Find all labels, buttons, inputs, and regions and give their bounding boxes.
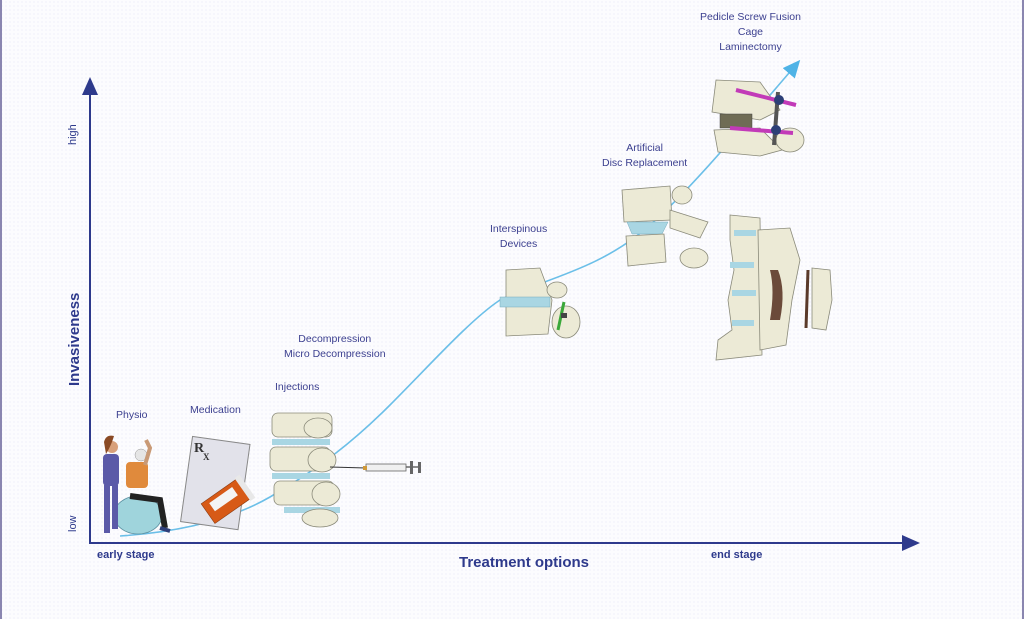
physio-illustration [103,435,171,535]
decompression-illustration [715,214,833,361]
stage-label-artificial-disc: Artificial Disc Replacement [602,142,688,169]
artificial-disc-illustration [621,185,709,269]
pedicle-screw-fusion-illustration [711,79,805,157]
frame-border-left [0,0,2,619]
rx-icon: R [194,441,205,456]
y-axis-title: Invasiveness [66,292,83,386]
interspinous-illustration [499,267,581,339]
x-axis-end-label: end stage [711,549,763,561]
svg-text:X: X [203,452,210,462]
frame-border-right [1022,0,1024,619]
stage-label-decompression: Decompression Micro Decompression [284,333,386,360]
stage-label-physio: Physio [116,409,148,421]
stage-label-medication: Medication [190,404,241,416]
stage-label-injections: Injections [275,381,320,393]
medication-illustration: R X [180,435,256,531]
y-axis-high-label: high [67,124,79,145]
y-axis-low-label: low [67,515,79,532]
stage-label-interspinous: Interspinous Devices [490,223,548,250]
x-axis-title: Treatment options [459,554,590,571]
injection-spine-illustration [269,412,421,528]
stage-label-pedicle-screw-fusion: Pedicle Screw Fusion Cage Laminectomy [700,11,801,53]
x-axis-start-label: early stage [97,549,155,561]
